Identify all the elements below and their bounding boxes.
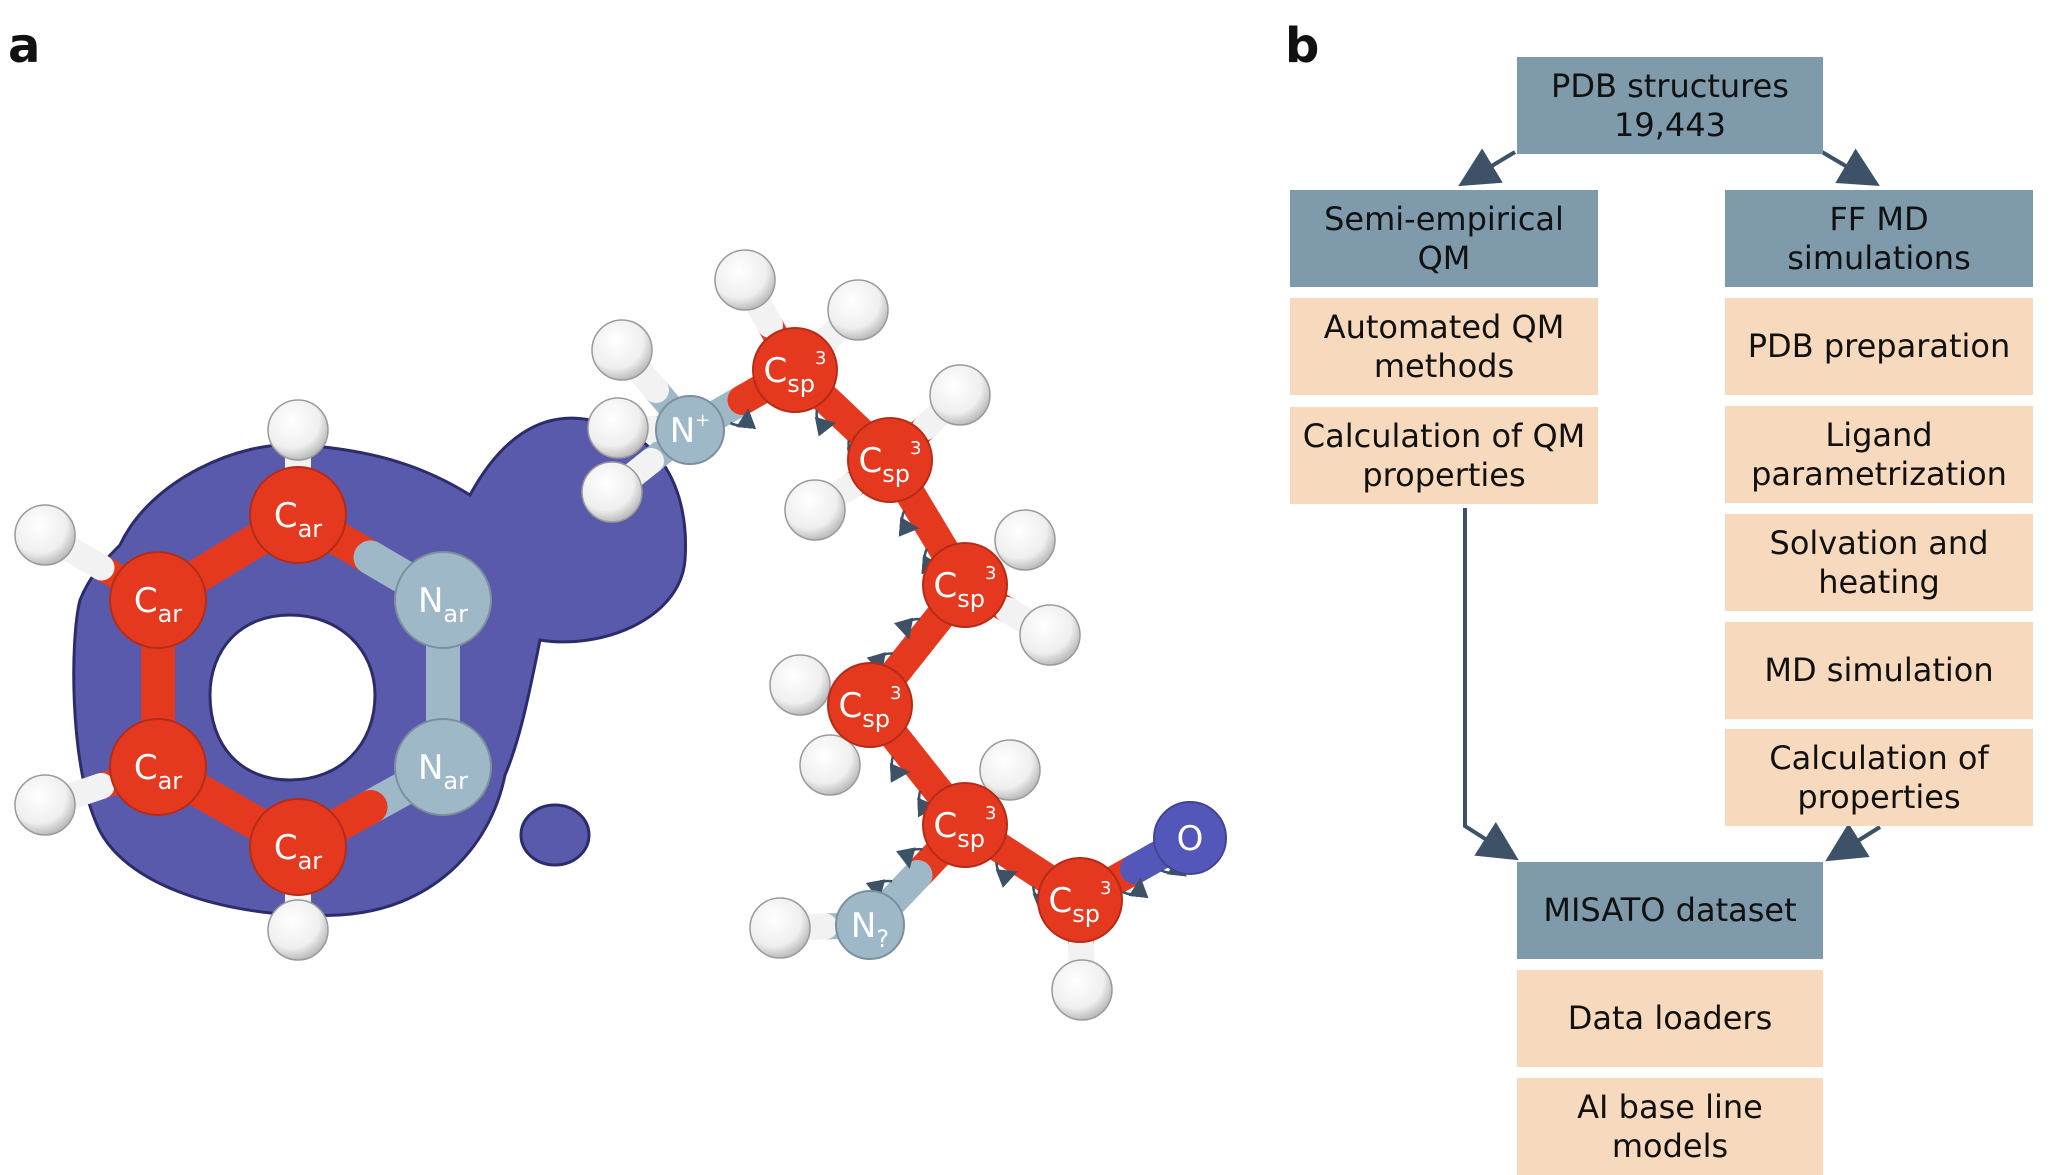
chain-atom-c-sp-3 — [752, 327, 838, 413]
box-data-loaders: Data loaders — [1517, 970, 1823, 1067]
hydrogen-atom — [581, 461, 643, 523]
arrow-top-to-left — [1458, 148, 1517, 187]
hydrogen-atom — [784, 479, 846, 541]
hydrogen-atom — [749, 897, 811, 959]
rotation-arrow — [814, 409, 837, 437]
panel-label-b: b — [1285, 18, 1320, 74]
chain-atom-n-+ — [655, 395, 725, 465]
hydrogen-atom — [979, 739, 1041, 801]
hydrogen-atom — [591, 319, 653, 381]
hydrogen-atom — [267, 899, 329, 961]
ring-atom-c-ar — [249, 798, 347, 896]
arrow-left-to-dataset — [1463, 508, 1519, 861]
hydrogen-atom — [267, 399, 329, 461]
density-blob — [519, 803, 591, 867]
hydrogen-atom — [14, 504, 76, 566]
rotation-arrow — [898, 510, 920, 537]
hydrogen-atom — [1051, 959, 1113, 1021]
chain-atom-n-? — [835, 890, 905, 960]
arrow-right-to-dataset — [1825, 823, 1882, 862]
chain-atom-c-sp-3 — [1037, 857, 1123, 943]
chain-atom-o-label: O — [1177, 819, 1204, 859]
rotation-arrow — [995, 862, 1018, 888]
box-misato-dataset: MISATO dataset — [1517, 862, 1823, 959]
hydrogen-atom — [929, 364, 991, 426]
rotation-arrow — [889, 756, 911, 783]
hydrogen-atom — [587, 397, 649, 459]
hydrogen-atom — [769, 654, 831, 716]
rotation-arrow — [729, 408, 757, 430]
panel-label-a: a — [8, 18, 41, 74]
chain-atom-o — [1153, 801, 1227, 875]
ring-atom-c-ar — [249, 466, 347, 564]
ring-atom-n-ar-label: Nar — [418, 581, 468, 628]
ring-atom-c-ar — [109, 551, 207, 649]
hydrogen-atom — [827, 279, 889, 341]
hydrogen-atom — [799, 734, 861, 796]
box-pdb-preparation: PDB preparation — [1725, 298, 2033, 395]
rotation-arrow — [1122, 877, 1149, 899]
hydrogen-atom — [714, 249, 776, 311]
rotation-arrow — [894, 617, 921, 640]
ring-atom-n-ar — [394, 718, 492, 816]
chain-atom-c-sp-3 — [847, 417, 933, 503]
arrow-top-to-right — [1820, 148, 1880, 187]
hydrogen-atom — [994, 509, 1056, 571]
box-md-simulation: MD simulation — [1725, 622, 2033, 719]
hydrogen-atom — [14, 774, 76, 836]
chain-atom-c-sp-3 — [827, 662, 913, 748]
chain-atom-c-sp-3 — [922, 542, 1008, 628]
rotation-arrow — [896, 847, 923, 869]
ring-atom-n-ar — [394, 551, 492, 649]
chain-atom-c-sp-3 — [922, 782, 1008, 868]
hydrogen-atom — [1019, 604, 1081, 666]
ring-atom-c-ar-label: Car — [134, 748, 182, 795]
ring-atom-c-ar — [109, 718, 207, 816]
